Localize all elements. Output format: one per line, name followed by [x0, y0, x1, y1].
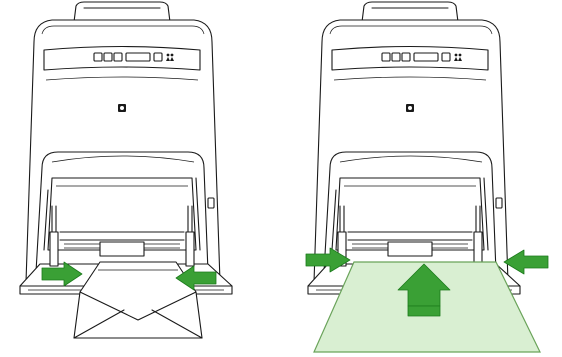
- panel-envelope-loading: [19, 1, 233, 339]
- arrow-right-icon: [41, 261, 83, 287]
- panel-paper-loading: [305, 1, 549, 353]
- printer-illustration: [19, 1, 233, 295]
- envelope: [73, 261, 203, 339]
- arrow-right-icon: [305, 247, 351, 273]
- arrow-up-icon: [397, 263, 451, 307]
- arrow-up-shaft: [407, 305, 441, 317]
- arrow-left-icon: [503, 249, 549, 275]
- printer-illustration: [307, 1, 521, 295]
- arrow-left-icon: [175, 265, 217, 291]
